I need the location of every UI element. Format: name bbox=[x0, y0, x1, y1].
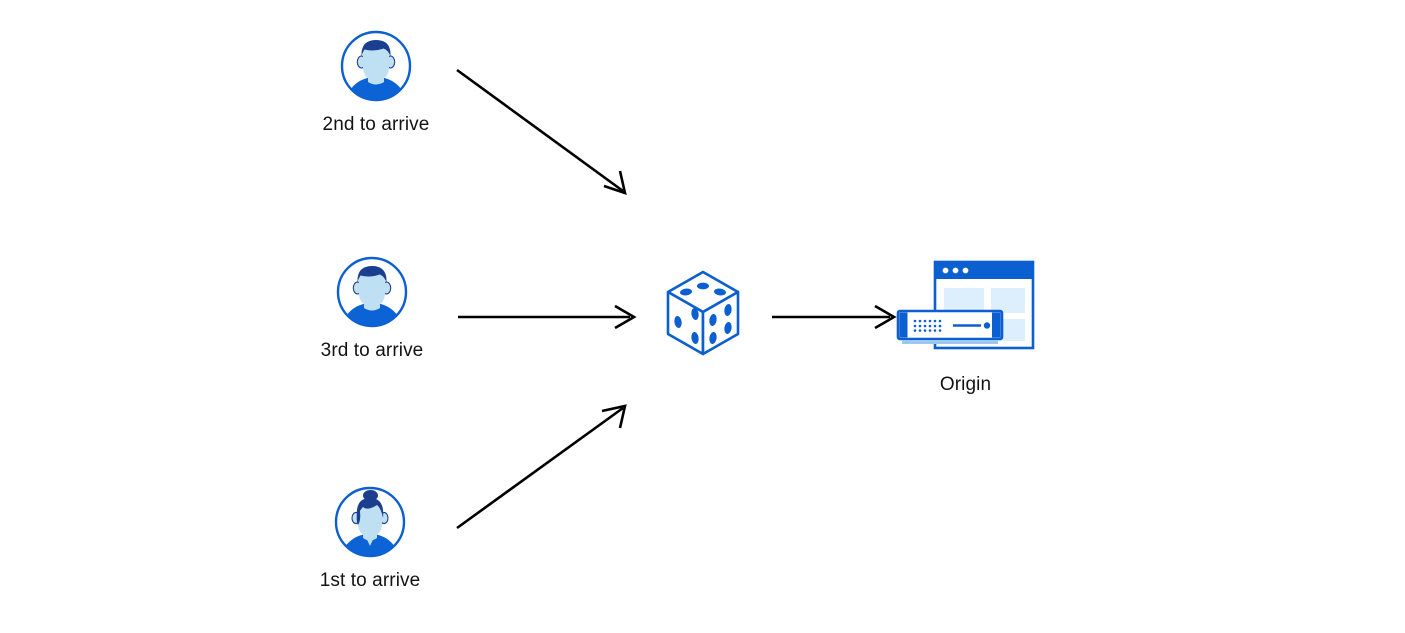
node-label: 2nd to arrive bbox=[322, 114, 430, 135]
server-device-icon bbox=[896, 309, 1004, 344]
user-avatar-icon bbox=[332, 484, 408, 560]
node-first-to-arrive: 1st to arrive bbox=[300, 484, 440, 592]
arrow-second-to-dice bbox=[456, 68, 627, 195]
node-dice bbox=[660, 268, 746, 360]
node-second-to-arrive: 2nd to arrive bbox=[306, 28, 446, 136]
dice-icon bbox=[662, 268, 744, 360]
node-origin: Origin bbox=[893, 258, 1038, 396]
node-label: 3rd to arrive bbox=[320, 340, 424, 361]
node-label: Origin bbox=[939, 374, 992, 395]
arrow-third-to-dice bbox=[458, 304, 637, 330]
origin-server-icon bbox=[893, 258, 1038, 358]
arrow-first-to-dice bbox=[456, 404, 627, 530]
node-label: 1st to arrive bbox=[319, 570, 421, 591]
user-avatar-icon bbox=[338, 28, 414, 104]
arrow-dice-to-origin bbox=[772, 304, 897, 330]
node-third-to-arrive: 3rd to arrive bbox=[302, 254, 442, 362]
user-avatar-icon bbox=[334, 254, 410, 330]
